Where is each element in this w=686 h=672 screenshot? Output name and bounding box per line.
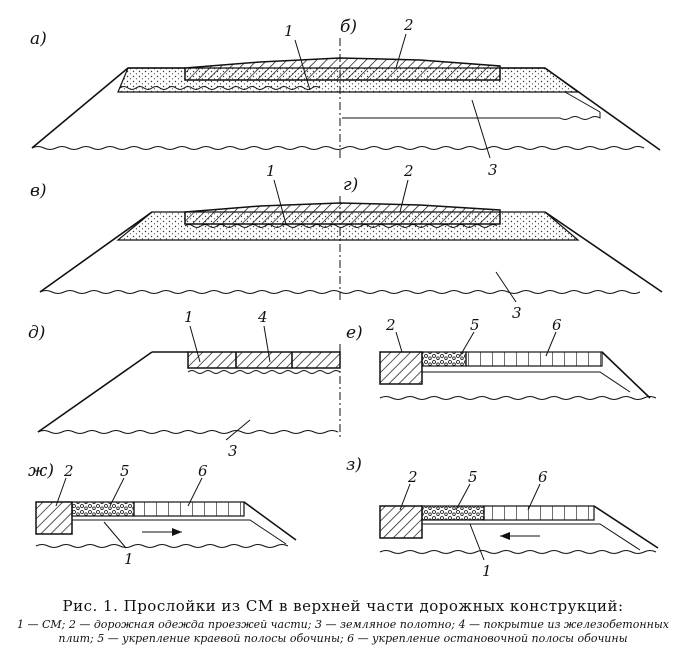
label-1: 1 xyxy=(184,308,194,326)
label-6: 6 xyxy=(538,468,548,486)
panel-letter-zh: ж) xyxy=(28,461,54,481)
label-6: 6 xyxy=(198,462,208,480)
label-1: 1 xyxy=(266,162,276,180)
label-2: 2 xyxy=(407,468,418,486)
label-1: 1 xyxy=(284,22,294,40)
label-4: 4 xyxy=(257,308,268,326)
panel-zh: ж) 2 5 6 1 xyxy=(28,461,297,568)
panel-v-g: в) г) 1 2 3 xyxy=(30,162,663,322)
label-2: 2 xyxy=(403,162,414,180)
panel-z: з) 2 5 6 1 xyxy=(346,455,659,580)
panel-letter-a: а) xyxy=(30,29,47,49)
label-3: 3 xyxy=(488,161,498,179)
panel-a-b: а) б) 1 2 3 xyxy=(30,16,661,179)
label-3: 3 xyxy=(512,304,522,322)
panel-letter-e: е) xyxy=(346,323,363,343)
cross-section-diagrams: а) б) 1 2 3 в) г) xyxy=(28,16,663,580)
caption-title: Рис. 1. Прослойки из СМ в верхней части … xyxy=(62,597,624,615)
panel-d: д) 1 4 3 xyxy=(28,308,341,460)
label-2: 2 xyxy=(63,462,74,480)
panel-letter-v: в) xyxy=(30,181,47,201)
label-2: 2 xyxy=(385,316,396,334)
label-5: 5 xyxy=(120,462,130,480)
panel-letter-b: б) xyxy=(340,17,357,37)
panel-e: е) 2 5 6 xyxy=(346,316,657,400)
label-5: 5 xyxy=(470,316,480,334)
label-3: 3 xyxy=(228,442,238,460)
panel-letter-d: д) xyxy=(28,323,45,343)
label-5: 5 xyxy=(468,468,478,486)
figure-caption: Рис. 1. Прослойки из СМ в верхней части … xyxy=(0,596,686,646)
label-6: 6 xyxy=(552,316,562,334)
label-1: 1 xyxy=(482,562,492,580)
caption-legend: 1 — СМ; 2 — дорожная одежда проезжей час… xyxy=(16,618,670,645)
panel-letter-z: з) xyxy=(346,455,362,475)
label-2: 2 xyxy=(403,16,414,34)
panel-letter-g: г) xyxy=(343,175,358,195)
label-1: 1 xyxy=(124,550,134,568)
